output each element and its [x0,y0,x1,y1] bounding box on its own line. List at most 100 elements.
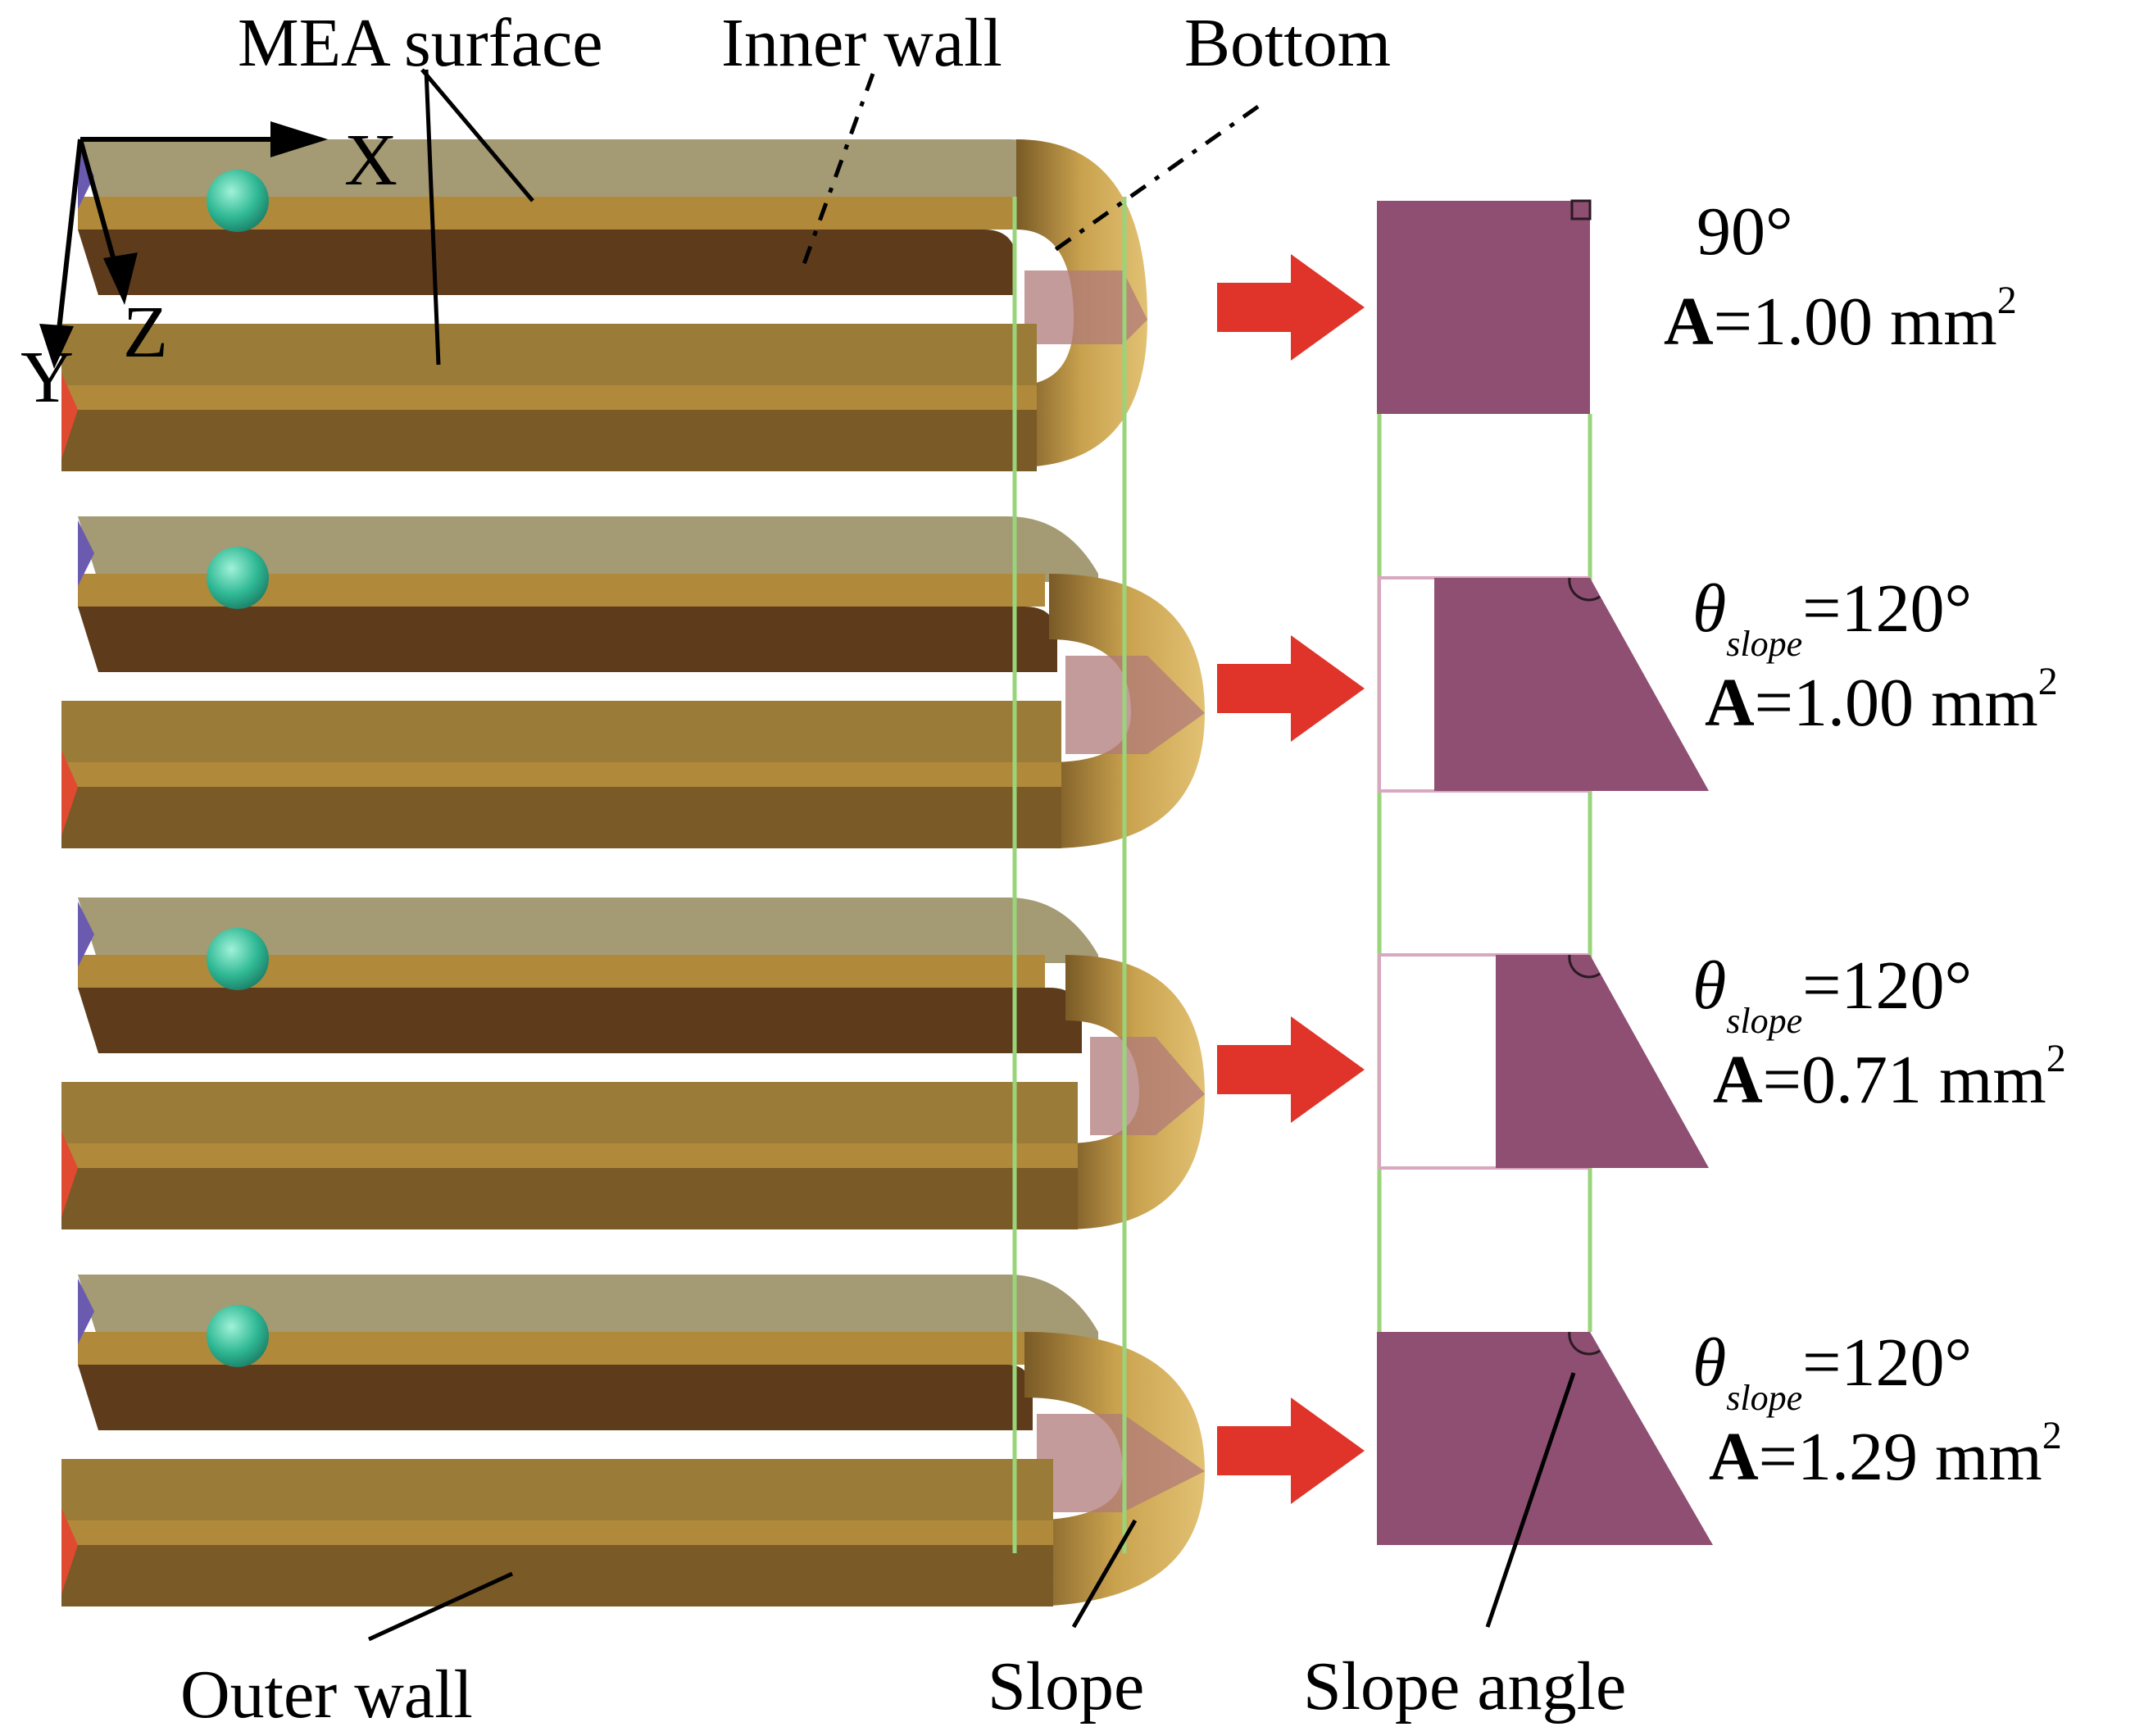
bend-outer [1049,574,1205,848]
inlet-face-red [61,1508,78,1594]
area-symbol: A [1705,665,1755,741]
upper-arm-top [78,139,1098,205]
arrow-3 [1217,1016,1365,1123]
lower-arm-mid [61,385,1037,410]
arrow-2 [1217,635,1365,742]
area-value: =1.00 mm [1755,665,2038,741]
leader-bottom [1047,104,1260,257]
area-unit-exponent: 2 [1997,279,2017,322]
label-mea-surface: MEA surface [238,5,603,81]
case-1-annotation: 90° A=1.00 mm2 [1664,193,2017,360]
channel-row-3 [61,898,1205,1229]
case-3-annotation: θslope=120° A=0.71 mm2 [1692,948,2066,1118]
y-axis-label: Y [20,337,74,418]
area-annotation: A=1.00 mm2 [1705,660,2058,741]
upper-arm-inner [78,988,1082,1053]
theta-subscript: slope [1726,624,1802,664]
bend-outer [1065,955,1205,1229]
area-unit-exponent: 2 [2046,1037,2066,1080]
slope-angle-annotation: θslope=120° [1692,1325,1972,1418]
upper-arm-inner [78,229,1016,295]
x-axis-label: X [344,120,397,201]
sphere-marker [207,547,269,609]
arrows [1217,254,1365,1504]
bend-outer [1024,1332,1205,1606]
area-unit-exponent: 2 [2038,660,2058,703]
bend-slope-face [1090,1037,1205,1135]
inlet-face-red [61,1131,78,1217]
leader-outer-wall [367,1571,514,1642]
area-annotation: A=1.00 mm2 [1664,279,2017,360]
upper-arm-top [78,1275,1098,1340]
slope-angle-annotation: θslope=120° [1692,948,1972,1041]
inlet-face-left [78,1279,94,1344]
theta-symbol: θ [1692,570,1726,647]
lower-arm-outer [61,1168,1078,1229]
theta-subscript: slope [1726,1001,1802,1041]
area-annotation: A=1.29 mm2 [1709,1414,2062,1495]
angle-value: =120° [1802,570,1972,647]
right-angle-marker [1570,199,1592,220]
sphere-marker [207,170,269,232]
lower-arm-mid [61,1520,1053,1545]
area-value: =1.29 mm [1759,1419,2042,1495]
inlet-face-left [78,520,94,586]
inlet-face-left [78,143,94,209]
area-value: =1.00 mm [1714,284,1997,360]
lower-arm-mid [61,1143,1078,1168]
x-axis-arrowhead [270,121,328,157]
lower-arm-outer [61,787,1061,848]
label-outer-wall: Outer wall [180,1656,473,1733]
slope-angle-arc [1568,1331,1601,1356]
leader-inner-wall [801,73,875,267]
label-bottom: Bottom [1184,5,1391,81]
cross-section-4 [1377,1331,1713,1545]
channel-row-2 [61,516,1205,848]
sphere-marker [207,1305,269,1367]
angle-value: =120° [1802,948,1972,1024]
inlet-face-red [61,750,78,836]
section-shape [1377,201,1590,414]
inlet-face-red [61,373,78,459]
cross-section-2 [1378,576,1709,793]
label-slope-angle: Slope angle [1303,1648,1626,1725]
area-unit-exponent: 2 [2042,1414,2062,1457]
cross-section-1 [1377,199,1592,414]
slope-angle-arc [1568,577,1601,602]
label-slope: Slope [988,1648,1144,1725]
arrow-1 [1217,254,1365,361]
area-symbol: A [1713,1042,1763,1118]
case-2-annotation: θslope=120° A=1.00 mm2 [1692,570,2058,741]
leader-lines [367,68,1576,1642]
channel-row-4 [61,1275,1205,1606]
area-symbol: A [1664,284,1714,360]
theta-subscript: slope [1726,1378,1802,1418]
section-shape [1434,578,1709,791]
slope-angle-annotation: θslope=120° [1692,570,1972,664]
area-value: =0.71 mm [1763,1042,2046,1118]
upper-arm-top [78,516,1098,582]
bend-slope-face [1065,656,1205,754]
leader-slope-angle [1485,1372,1576,1628]
section-shape [1377,1332,1713,1545]
leader-mea-surface-lower [424,69,441,366]
y-axis-arrowhead [39,324,74,369]
cross-section-3 [1378,953,1709,1170]
lower-arm-outer [61,410,1037,471]
leader-slope [1071,1519,1138,1629]
angle-value: 90° [1697,193,1793,270]
lower-arm-mid [61,762,1061,787]
z-axis-label: Z [123,292,168,373]
angle-value: =120° [1802,1325,1972,1401]
upper-arm-inner [78,607,1057,672]
y-axis-line [55,139,83,345]
arrow-4 [1217,1397,1365,1504]
inlet-face-left [78,902,94,967]
case-4-annotation: θslope=120° A=1.29 mm2 [1692,1325,2062,1495]
upper-arm-inner [78,1365,1033,1430]
upper-arm-top [78,898,1098,963]
z-axis-arrowhead [103,252,138,305]
slope-angle-arc [1568,954,1601,979]
lower-arm-outer [61,1545,1053,1606]
